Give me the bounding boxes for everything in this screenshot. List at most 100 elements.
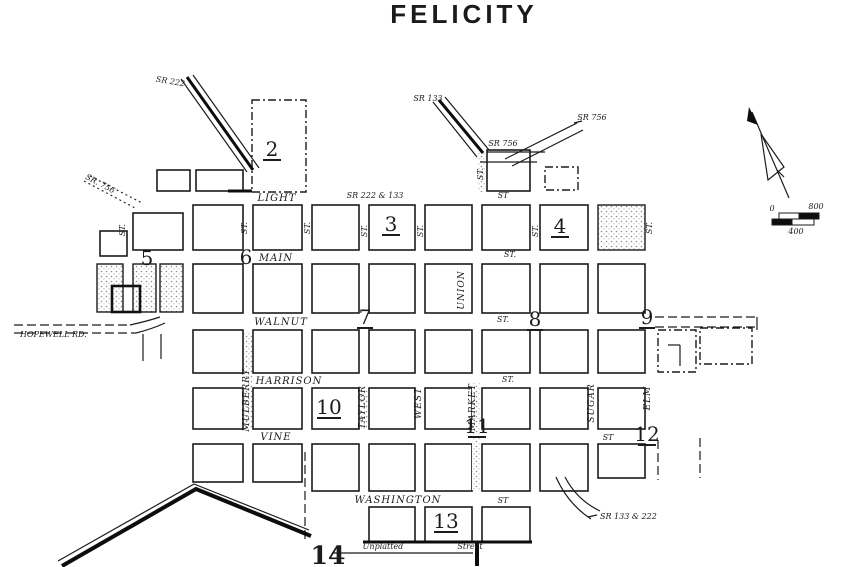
city-block [481,263,531,314]
street-label-union: UNION [457,270,467,309]
scale-bar: 0 800 400 [769,202,823,236]
north-arrow-tick [776,169,785,178]
road-hopewell-curve [135,322,166,334]
city-block [252,387,303,430]
boundary-zigzag [61,486,312,567]
road-sr756-line [511,129,584,167]
street-label-washington: WASHINGTON [355,495,442,506]
city-block [481,506,531,543]
scale-segment [791,218,815,226]
city-block [192,329,244,374]
route-label-sr222-133: SR 222 & 133 [347,191,404,200]
street-label-taylor: TAYLOR [358,385,368,429]
city-block [539,387,589,430]
scale-max-label: 800 [808,202,823,211]
city-block [424,329,473,374]
route-label-sr756-inner: SR 756 [488,139,517,148]
city-block-shaded [597,204,646,251]
block-7-number: 7 [359,305,372,329]
road-sr133-222-curve [555,476,592,520]
city-block [597,387,646,430]
block-5-number: 5 [141,246,154,270]
city-block [597,329,646,374]
city-block [481,329,531,374]
street-suffix-st: ST [498,191,509,200]
street-label-sugar: SUGAR [587,383,597,422]
city-block [539,263,589,314]
block-13-number: 13 [433,509,458,533]
street-label-elm: ELM [643,386,653,412]
city-block [657,329,697,373]
city-blocks [96,99,697,543]
city-block [311,329,360,374]
map-title: FELICITY [390,0,538,29]
label-leader [573,120,583,124]
street-suffix-st-vertical: ST. [531,225,540,237]
city-block [539,329,589,374]
block-8-number: 8 [529,307,542,331]
route-label-hopewell-rd: HOPEWELL RD. [19,330,87,339]
city-block [368,443,416,492]
street-label-market: MARKET [468,383,478,432]
label-leader [587,514,598,518]
city-block [156,169,191,192]
road-sr756-line [504,122,578,160]
street-label-vine: VINE [260,432,291,443]
city-block [99,230,128,257]
city-block [252,443,303,483]
boundary-zigzag-echo [57,483,310,562]
north-arrow-fletch [760,133,785,182]
city-block [368,329,416,374]
note-unplatted: Unplatted [363,542,404,551]
city-block [424,263,473,314]
street-suffix-st: ST [498,496,509,505]
street-suffix-st: ST. [502,375,514,384]
city-block [368,263,416,314]
block-11-number: 11 [464,414,489,438]
street-suffix-st-vertical: ST. [476,168,485,180]
city-block [192,443,244,483]
route-label-sr222: SR 222 [155,75,185,89]
scale-segment [778,212,800,220]
city-block [195,169,244,192]
street-label-light: LIGHT [257,193,297,204]
street-labels: LIGHT SR 222 & 133 MAIN WALNUT HARRISON … [254,191,614,506]
city-block [311,263,360,314]
city-block [252,204,303,251]
north-arrow-head [747,107,758,125]
city-block [486,149,531,192]
street-suffix-st: ST. [497,315,509,324]
city-block [481,387,531,430]
block-14-number: 14 [311,541,346,567]
block-numbers: 2 3 4 5 6 7 8 9 10 11 12 13 14 [141,137,660,567]
city-block [539,443,589,492]
city-block [368,387,416,430]
block-2-number: 2 [266,137,279,161]
city-block [597,443,646,479]
city-block [132,212,184,251]
road-sr133-222-curve [564,476,601,512]
block-3-number: 3 [385,212,398,236]
route-label-sr133-222: SR 133 & 222 [600,512,657,521]
street-texture-strip [244,332,252,428]
city-block-shaded [132,263,157,313]
street-suffix-st-vertical: ST. [645,222,654,234]
street-label-mulberry: MULBERRY [242,368,252,432]
street-suffix-st-vertical: ST. [416,225,425,237]
city-block [252,263,303,314]
street-labels-vertical: MULBERRY TAYLOR WEST UNION MARKET SUGAR … [118,168,654,433]
city-block [311,204,360,251]
block-6-number: 6 [240,245,253,269]
city-block [192,263,244,314]
scale-segment [771,218,793,226]
city-block [368,506,416,543]
street-label-walnut: WALNUT [254,317,308,328]
city-block-4 [539,204,589,251]
city-block [597,263,646,314]
city-block [481,204,531,251]
road-sr222-centerline [185,76,255,171]
block-12-number: 12 [634,422,659,446]
city-block [192,204,244,251]
